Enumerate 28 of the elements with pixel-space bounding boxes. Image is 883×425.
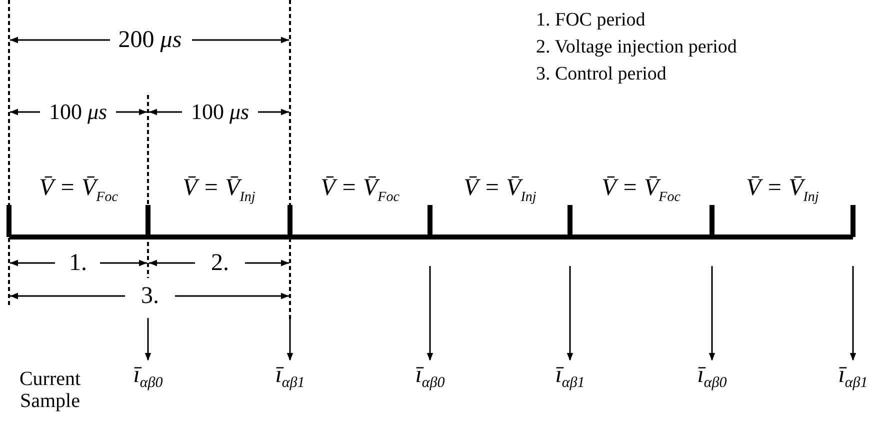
arrow (566, 266, 574, 361)
arrow (286, 318, 294, 361)
arrow (426, 266, 434, 361)
voltage-label: V̄ = V̄$_{Inj}$ (745, 174, 820, 206)
current-sample-label: ī$_{αβ0}$ (697, 362, 727, 392)
dimension-label: 100 μs (48, 100, 108, 124)
voltage-label: V̄ = V̄$_{Foc}$ (600, 174, 682, 206)
arrow (850, 266, 856, 361)
row-label: Current Sample (18, 368, 82, 412)
voltage-label: V̄ = V̄$_{Inj}$ (462, 174, 538, 206)
current-sample-label: ī$_{αβ0}$ (415, 362, 445, 392)
legend-text: 3. Control period (535, 64, 668, 86)
dimension-label: 3. (140, 282, 160, 310)
voltage-label: V̄ = V̄$_{Foc}$ (38, 174, 119, 206)
current-sample-label: ī$_{αβ1}$ (838, 362, 868, 392)
voltage-label: V̄ = V̄$_{Foc}$ (320, 174, 400, 206)
dimension-label: 1. (68, 250, 88, 276)
dimension-label: 100 μs (190, 100, 250, 124)
current-sample-label: ī$_{αβ1}$ (275, 362, 305, 392)
dimension-label: 2. (210, 250, 230, 276)
arrow (708, 266, 716, 361)
current-sample-label: ī$_{αβ0}$ (133, 362, 163, 392)
arrow (144, 318, 152, 361)
legend-text: 1. FOC period (535, 10, 646, 32)
legend-text: 2. Voltage injection period (535, 38, 738, 58)
voltage-label: V̄ = V̄$_{Inj}$ (182, 174, 256, 206)
current-sample-label: ī$_{αβ1}$ (555, 362, 585, 392)
dimension-label: 200 μs (117, 26, 183, 54)
